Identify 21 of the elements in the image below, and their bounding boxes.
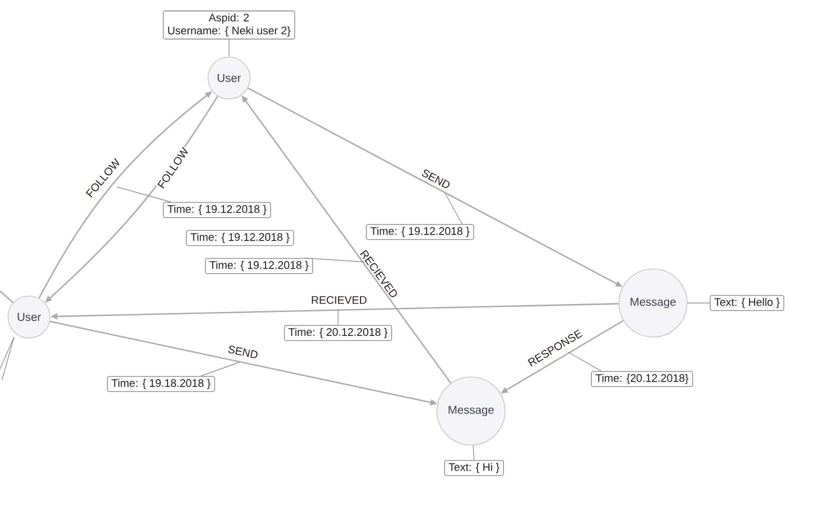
tooltip-box: Text: { Hello }	[710, 294, 784, 311]
leader-line	[228, 39, 230, 57]
leader-line	[472, 444, 474, 460]
leader-line	[687, 302, 710, 304]
tooltip-box: Time: { 19.12.2018 }	[204, 258, 314, 274]
tooltip-box: Time: { 19.12.2018 }	[366, 224, 474, 240]
edge-label: SEND	[419, 167, 453, 191]
tooltip-box: Time: {20.12.2018}	[591, 370, 693, 387]
leader-line	[200, 362, 240, 376]
tooltip-box: Aspid: 2 Username: { Neki user 2}	[162, 10, 296, 40]
leader-line	[444, 192, 462, 224]
tooltip-box: Time: { 20.12.2018 }	[284, 324, 392, 341]
leader-line	[304, 258, 366, 262]
line	[0, 290, 14, 304]
tooltip-box: Time: { 19.12.2018 }	[162, 202, 272, 218]
tooltip-box: Time: { 19.18.2018 }	[106, 376, 216, 392]
edge-label: SEND	[226, 344, 260, 360]
leader-line	[116, 186, 172, 202]
tooltip-box: Time: { 19.12.2018 }	[186, 230, 294, 246]
leader-line	[568, 352, 602, 372]
tooltip-box: Text: { Hi }	[444, 460, 504, 476]
